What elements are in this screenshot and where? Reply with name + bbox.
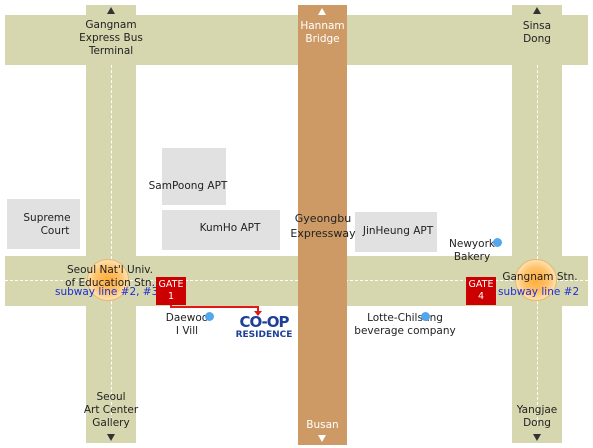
sampoong-apt-label: SamPoong APT xyxy=(148,180,228,192)
seoul-natl-univ-subway-line: subway line #2, #3 xyxy=(55,286,159,298)
daewoo-i-vill-marker-icon xyxy=(205,312,214,321)
gangnam-subway-line: subway line #2 xyxy=(498,286,580,298)
daewoo-i-vill-label: Daewoo I Vill xyxy=(165,312,209,337)
jinheung-apt-label: JinHeung APT xyxy=(362,225,434,237)
gangnam-express-bus-terminal-label: Gangnam Express Bus Terminal xyxy=(79,19,143,57)
lotte-chilsung-label: Lotte-Chilsung beverage company xyxy=(354,312,456,337)
seoul-art-center-gallery-label: Seoul Art Center Gallery xyxy=(83,391,139,429)
middle-road-centerline xyxy=(5,280,588,281)
seoul-natl-univ-station-icon xyxy=(87,259,129,301)
supreme-court-label: Supreme Court xyxy=(23,212,71,237)
south-arrow-icon xyxy=(318,435,326,442)
yangjae-dong-label: Yangjae Dong xyxy=(516,404,558,429)
newyork-bakery-label: Newyork Bakery xyxy=(449,238,495,263)
jinheung-apt-block xyxy=(355,212,437,252)
hannam-bridge-label: Hannam Bridge xyxy=(300,20,345,45)
seoul-natl-univ-station-label: Seoul Nat'l Univ. of Education Stn. xyxy=(65,264,155,289)
south-arrow-icon xyxy=(533,434,541,441)
gate-4-marker: GATE 4 xyxy=(466,277,496,305)
walking-route-line xyxy=(170,306,259,308)
north-arrow-icon xyxy=(107,7,115,14)
gyeongbu-expressway xyxy=(298,5,347,445)
newyork-bakery-marker-icon xyxy=(493,238,502,247)
supreme-court-block xyxy=(7,199,80,249)
walking-route-line xyxy=(257,306,259,312)
kumho-apt-block xyxy=(162,210,280,250)
lotte-chilsung-marker-icon xyxy=(421,312,430,321)
route-arrow-icon xyxy=(254,311,262,316)
sampoong-apt-block xyxy=(162,148,226,205)
kumho-apt-label: KumHo APT xyxy=(199,222,261,234)
north-arrow-icon xyxy=(533,7,541,14)
gangnam-station-label: Gangnam Stn. xyxy=(502,271,578,283)
coop-residence-logo: CO-OP RESIDENCE xyxy=(235,313,293,340)
left-road-centerline xyxy=(111,65,112,425)
south-arrow-icon xyxy=(107,434,115,441)
right-road-centerline xyxy=(537,65,538,425)
busan-label: Busan xyxy=(306,419,339,431)
sinsa-dong-label: Sinsa Dong xyxy=(522,20,552,45)
north-arrow-icon xyxy=(318,8,326,15)
gate-1-marker: GATE 1 xyxy=(156,277,186,305)
gyeongbu-expressway-label: Gyeongbu Expressway xyxy=(290,212,356,240)
gangnam-station-icon xyxy=(515,259,557,301)
